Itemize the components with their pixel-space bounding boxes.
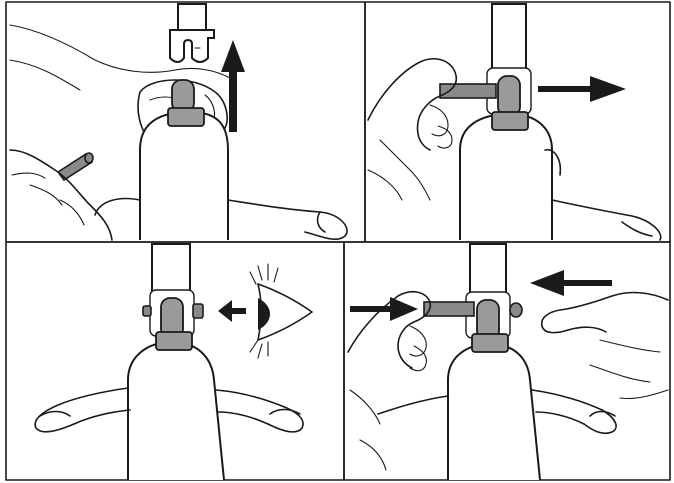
clevis	[439, 67, 532, 131]
base-leg-left-inner	[73, 409, 131, 425]
upper-tube	[491, 3, 527, 71]
base-leg-right	[551, 199, 662, 241]
base-leg-right-inner	[217, 411, 269, 425]
left-arrow-icon	[218, 300, 246, 322]
clevis	[423, 291, 523, 353]
hand-icon	[367, 58, 458, 201]
panel-3	[34, 243, 313, 481]
mast	[459, 112, 553, 240]
left-arrow-icon	[530, 270, 612, 296]
mast	[139, 110, 229, 240]
clevis	[142, 289, 204, 351]
clevis-stub	[167, 79, 205, 127]
hand-icon	[347, 290, 432, 471]
base-leg-left	[34, 387, 129, 433]
base-leg-right-cap	[269, 408, 301, 415]
base-leg-right	[531, 389, 617, 435]
base-leg-cap	[316, 211, 326, 233]
panel-2	[367, 3, 662, 241]
base-leg-right-cap	[589, 410, 616, 417]
base-leg-left-cap	[39, 410, 71, 417]
panel-4	[347, 243, 669, 481]
mast	[447, 342, 541, 481]
upper-tube	[151, 243, 191, 293]
arm-outline-2	[9, 59, 81, 91]
hand-icon	[540, 291, 669, 400]
right-arrow-icon	[538, 76, 626, 102]
upper-tube	[469, 243, 507, 295]
eye-icon	[249, 263, 313, 359]
upper-tube	[169, 3, 215, 63]
base-leg-cap	[621, 221, 653, 237]
mast	[127, 340, 225, 481]
pin-icon	[423, 301, 475, 317]
panel-1	[9, 3, 348, 241]
hand-icon	[9, 149, 113, 241]
pin-icon	[56, 152, 94, 182]
right-arrow-icon	[350, 297, 418, 321]
finger-outline	[544, 149, 562, 176]
base-leg-right-inner	[535, 411, 585, 425]
base-leg-right	[227, 199, 348, 240]
base-leg-right	[215, 389, 304, 433]
up-arrow-icon	[221, 40, 245, 132]
base-leg-left	[377, 395, 449, 415]
base-leg-left	[94, 197, 141, 216]
arm-outline	[9, 24, 231, 79]
